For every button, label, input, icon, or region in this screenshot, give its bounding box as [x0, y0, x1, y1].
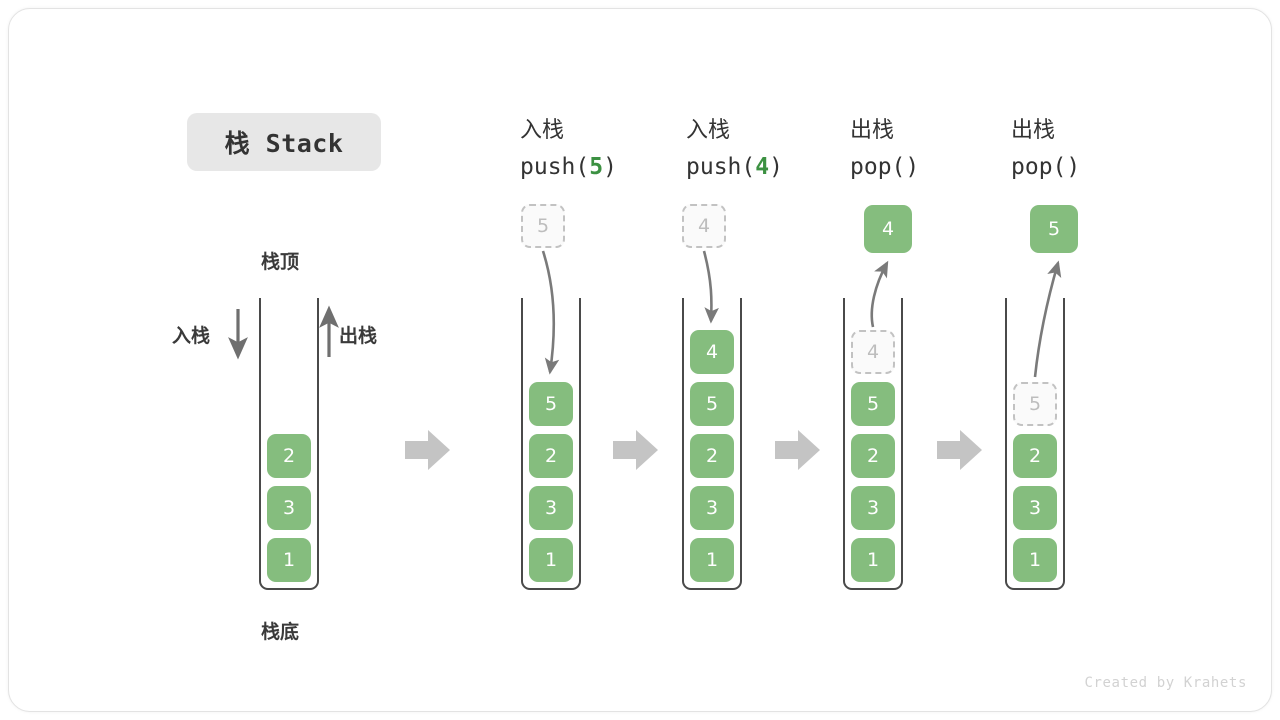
stack-cell: 2 — [267, 434, 311, 478]
stage-header-pop-5: 出栈 pop() — [1011, 112, 1080, 186]
popped-element: 5 — [1030, 205, 1078, 253]
stack-cell: 3 — [690, 486, 734, 530]
popped-element: 4 — [864, 205, 912, 253]
vacated-slot-ghost: 5 — [1013, 382, 1057, 426]
stage-header-zh: 入栈 — [686, 118, 731, 143]
code-prefix: push( — [520, 154, 590, 180]
stack-cell: 3 — [267, 486, 311, 530]
stack-top-label: 栈顶 — [261, 251, 300, 273]
stack-cell: 4 — [690, 330, 734, 374]
stage-header-zh: 出栈 — [1011, 118, 1056, 143]
stack-tube-pop-4 — [843, 298, 903, 590]
stack-tube-push-5 — [521, 298, 581, 590]
stage-header-zh: 入栈 — [520, 118, 565, 143]
flow-arrow-icon — [937, 430, 982, 470]
stage-header-code: push(4) — [686, 149, 783, 186]
stack-cell: 2 — [690, 434, 734, 478]
stack-cell: 5 — [851, 382, 895, 426]
stage-header-code: pop() — [1011, 154, 1081, 180]
flow-arrow-icon — [405, 430, 450, 470]
stack-cell: 2 — [851, 434, 895, 478]
code-suffix: ) — [603, 154, 617, 180]
stage-header-pop-4: 出栈 pop() — [850, 112, 919, 186]
code-arg: 4 — [755, 154, 770, 180]
flow-arrow-icon — [613, 430, 658, 470]
stage-header-push-5: 入栈 push(5) — [520, 112, 617, 186]
flow-arrow-icon — [775, 430, 820, 470]
vacated-slot-ghost: 4 — [851, 330, 895, 374]
stack-cell: 1 — [267, 538, 311, 582]
pop-direction-label: 出栈 — [339, 325, 378, 347]
stack-cell: 3 — [1013, 486, 1057, 530]
stage-header-push-4: 入栈 push(4) — [686, 112, 783, 186]
code-arg: 5 — [589, 154, 604, 180]
diagram-stage: 栈 Stack 入栈 push(5) 入栈 push(4) 出栈 pop() 出… — [9, 9, 1271, 711]
stack-cell: 1 — [851, 538, 895, 582]
stack-cell: 1 — [1013, 538, 1057, 582]
stage-header-code: pop() — [850, 154, 920, 180]
stack-cell: 5 — [529, 382, 573, 426]
stack-bottom-label: 栈底 — [261, 621, 300, 643]
incoming-element-ghost: 5 — [521, 204, 565, 248]
stack-tube-push-4 — [682, 298, 742, 590]
code-suffix: ) — [769, 154, 783, 180]
stack-tube-initial — [259, 298, 319, 590]
incoming-element-ghost: 4 — [682, 204, 726, 248]
push-direction-label: 入栈 — [172, 325, 211, 347]
stage-header-code: push(5) — [520, 149, 617, 186]
stack-tube-pop-5 — [1005, 298, 1065, 590]
stack-cell: 3 — [851, 486, 895, 530]
stack-cell: 1 — [529, 538, 573, 582]
stack-cell: 2 — [529, 434, 573, 478]
stack-cell: 5 — [690, 382, 734, 426]
stage-header-zh: 出栈 — [850, 118, 895, 143]
stack-cell: 2 — [1013, 434, 1057, 478]
diagram-card: 栈 Stack 入栈 push(5) 入栈 push(4) 出栈 pop() 出… — [8, 8, 1272, 712]
stack-cell: 3 — [529, 486, 573, 530]
code-prefix: push( — [686, 154, 756, 180]
stack-cell: 1 — [690, 538, 734, 582]
credit-text: Created by Krahets — [1084, 675, 1247, 691]
page-title: 栈 Stack — [187, 113, 381, 171]
